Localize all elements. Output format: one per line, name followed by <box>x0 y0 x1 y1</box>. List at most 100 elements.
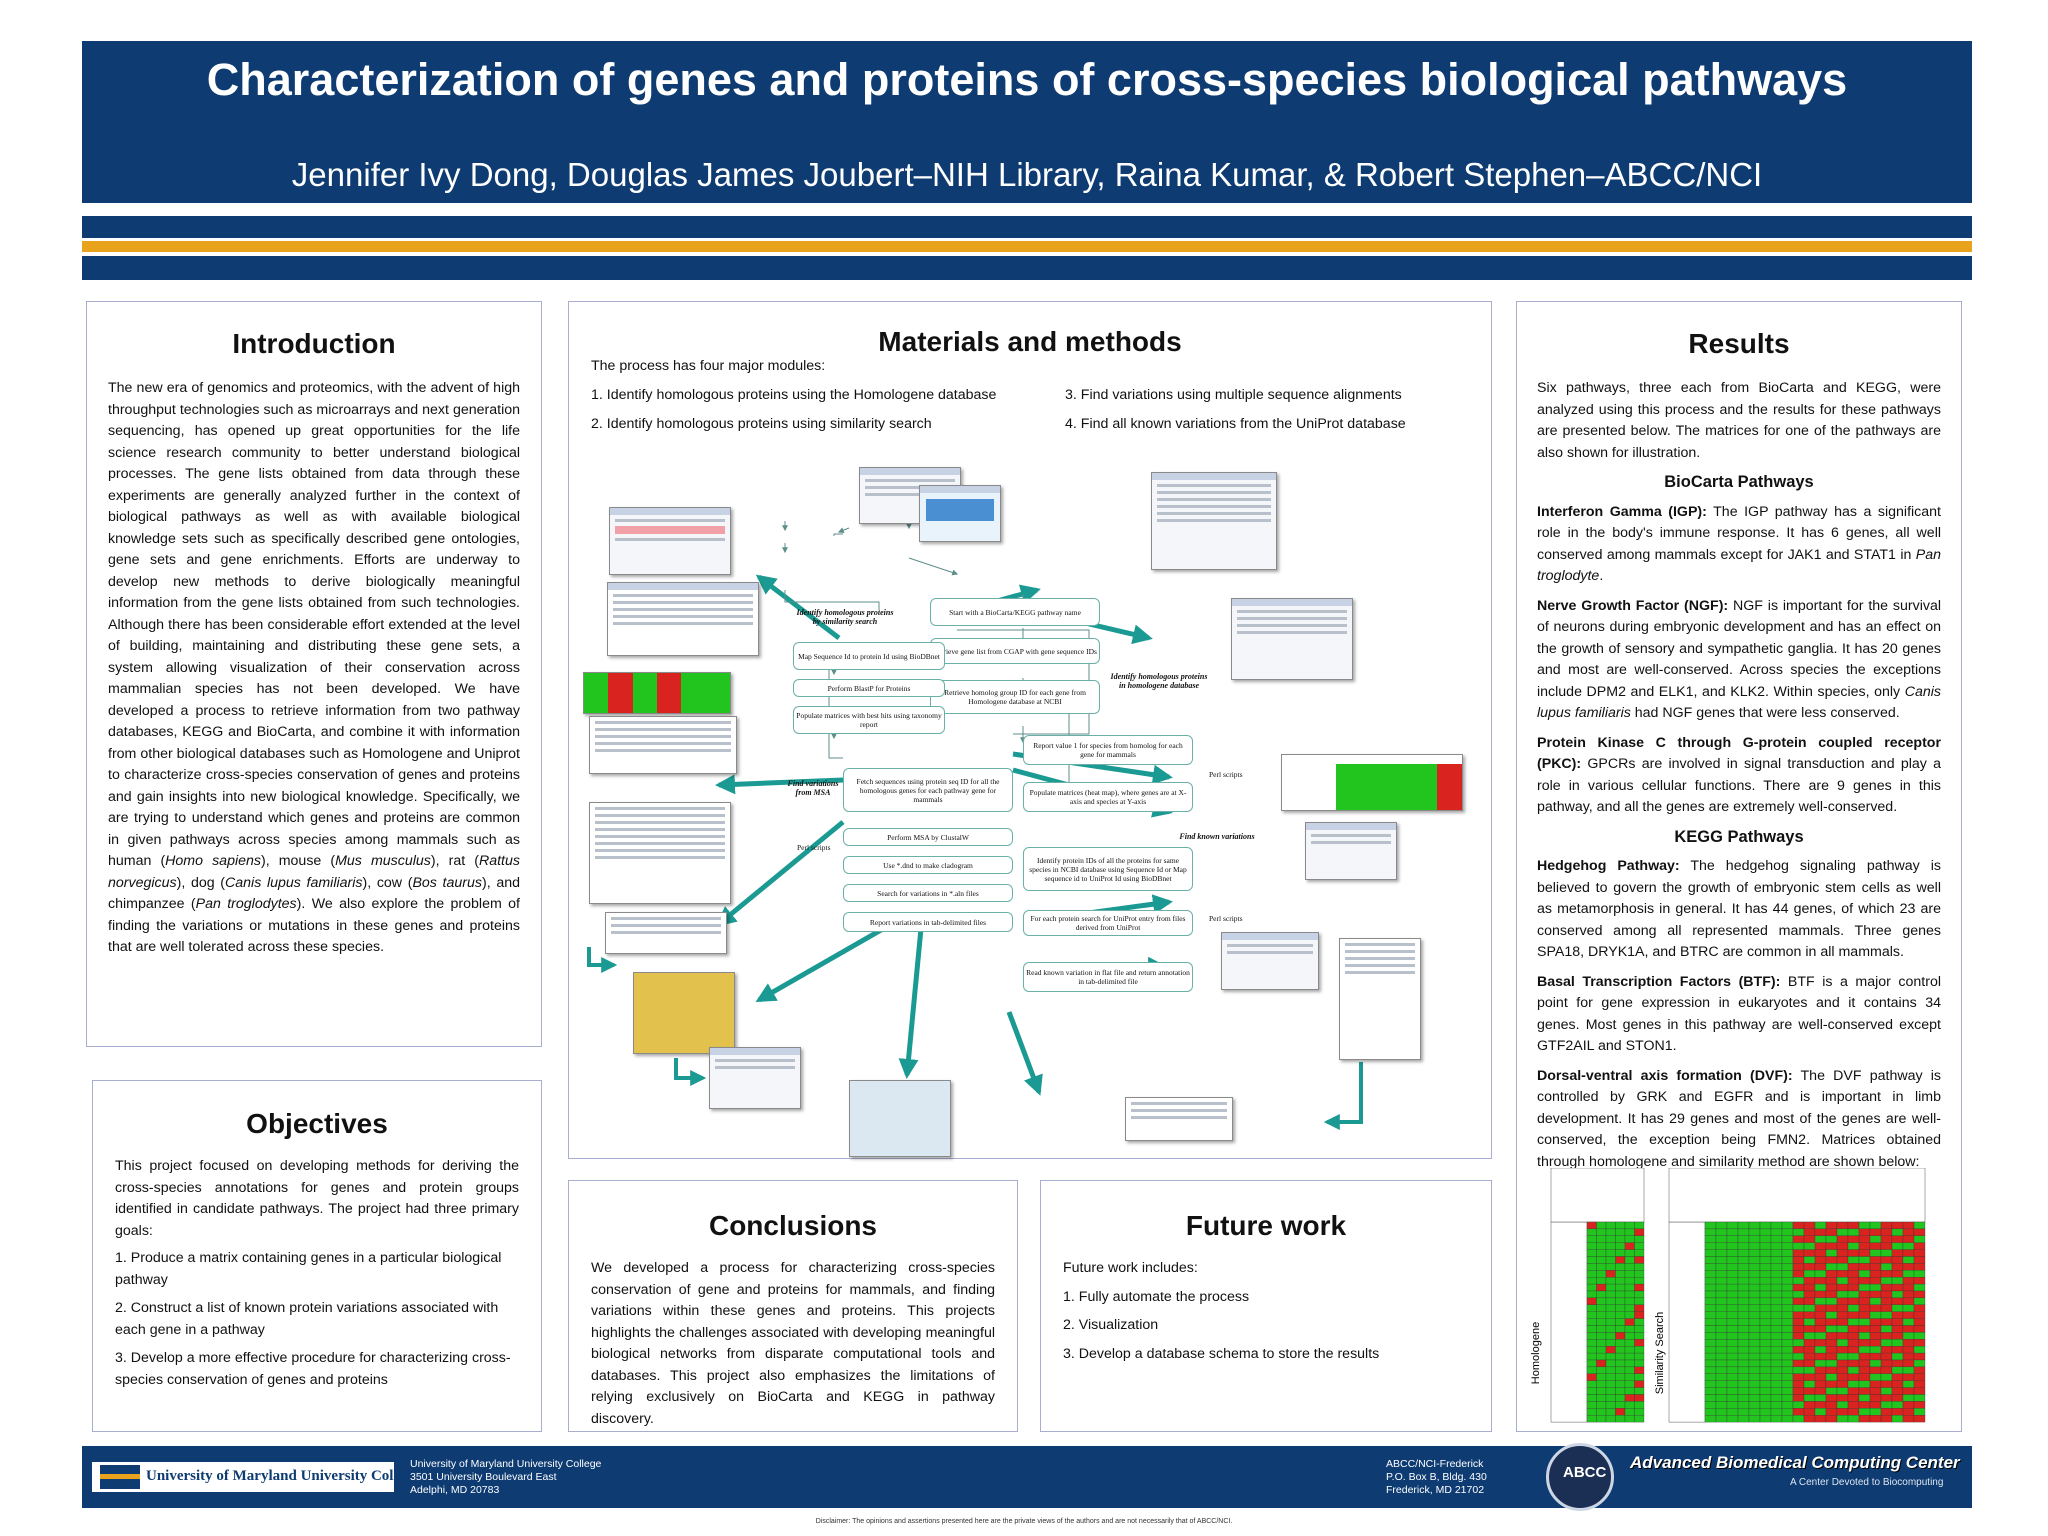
screenshot-thumbnail <box>633 972 735 1054</box>
matrix-cell <box>1726 1249 1739 1257</box>
matrix-cell <box>1634 1318 1645 1326</box>
matrix-cell <box>1891 1346 1904 1354</box>
matrix-cell <box>1770 1283 1783 1292</box>
matrix-cell <box>1847 1352 1860 1361</box>
matrix-cell <box>1869 1256 1882 1264</box>
module-item: 3. Find variations using multiple sequen… <box>1065 387 1402 403</box>
matrix-cell <box>1770 1387 1783 1395</box>
matrix-cell <box>1814 1346 1827 1354</box>
matrix-cell <box>1715 1415 1728 1423</box>
matrix-cell <box>1770 1346 1783 1354</box>
matrix-cell <box>1596 1235 1607 1243</box>
matrix-cell <box>1913 1408 1926 1416</box>
matrix-cell <box>1634 1339 1645 1347</box>
matrix-cell <box>1891 1228 1904 1236</box>
matrix-cell <box>1880 1401 1893 1409</box>
matrix-cell <box>1715 1408 1728 1416</box>
matrix-cell <box>1902 1401 1915 1409</box>
matrix-cell <box>1902 1311 1915 1319</box>
matrix-cell <box>1792 1242 1805 1250</box>
matrix-cell <box>1913 1325 1926 1333</box>
matrix-cell <box>1913 1297 1926 1305</box>
matrix-cell <box>1634 1311 1645 1319</box>
abcc-tagline: A Center Devoted to Biocomputing <box>1790 1477 1944 1488</box>
matrix-cell <box>1814 1242 1827 1250</box>
matrix-cell <box>1858 1228 1871 1236</box>
matrix-cell <box>1825 1352 1838 1361</box>
matrix-cell <box>1847 1235 1860 1243</box>
matrix-cell <box>1715 1359 1728 1368</box>
matrix-cell <box>1748 1366 1761 1374</box>
flow-retrieve-homolog: Retrieve homolog group ID for each gene … <box>930 680 1100 714</box>
matrix-cell <box>1634 1380 1645 1388</box>
matrix-cell <box>1847 1283 1860 1292</box>
matrix-cell <box>1715 1290 1728 1299</box>
matrix-cell <box>1792 1394 1805 1402</box>
matrix-cell <box>1913 1415 1926 1423</box>
results-panel: Results Six pathways, three each from Bi… <box>1516 301 1962 1432</box>
matrix-cell <box>1615 1401 1626 1409</box>
matrix-cell <box>1624 1235 1635 1243</box>
matrix-cell <box>1913 1249 1926 1257</box>
matrix-cell <box>1836 1311 1849 1319</box>
matrix-cell <box>1891 1380 1904 1388</box>
flow-populate-best-hits: Populate matrices with best hits using t… <box>793 706 945 734</box>
matrix-cell <box>1913 1283 1926 1292</box>
matrix-cell <box>1792 1304 1805 1312</box>
matrix-cell <box>1748 1339 1761 1347</box>
flow-label-homologene: Identify homologous proteins in homologe… <box>1110 672 1208 690</box>
matrix-cell <box>1836 1263 1849 1271</box>
matrix-cell <box>1825 1256 1838 1264</box>
matrix-cell <box>1781 1346 1794 1354</box>
screenshot-thumbnail <box>849 1080 951 1157</box>
matrix-cell <box>1814 1415 1827 1423</box>
matrix-cell <box>1825 1394 1838 1402</box>
future-work-heading: Future work <box>1185 1210 1347 1241</box>
matrix-cell <box>1759 1311 1772 1319</box>
poster-authors: Jennifer Ivy Dong, Douglas James Joubert… <box>291 156 1763 193</box>
matrix-cell <box>1726 1346 1739 1354</box>
matrix-cell <box>1891 1235 1904 1243</box>
matrix-cell <box>1596 1221 1607 1230</box>
matrix-cell <box>1781 1318 1794 1326</box>
matrix-cell <box>1847 1401 1860 1409</box>
matrix-cell <box>1759 1387 1772 1395</box>
matrix-cell <box>1858 1352 1871 1361</box>
matrix-cell <box>1836 1352 1849 1361</box>
matrix-cell <box>1891 1242 1904 1250</box>
matrix-cell <box>1726 1359 1739 1368</box>
matrix-cell <box>1814 1373 1827 1381</box>
matrix-cell <box>1759 1304 1772 1312</box>
matrix-cell <box>1737 1408 1750 1416</box>
matrix-cell <box>1715 1270 1728 1278</box>
screenshot-thumbnail <box>589 716 737 774</box>
result-igp: Interferon Gamma (IGP): The IGP pathway … <box>1537 503 1941 585</box>
matrix-cell <box>1858 1325 1871 1333</box>
matrix-cell <box>1704 1270 1717 1278</box>
matrix-cell <box>1737 1380 1750 1388</box>
matrix-cell <box>1913 1270 1926 1278</box>
matrix-cell <box>1858 1221 1871 1230</box>
matrix-cell <box>1891 1401 1904 1409</box>
matrix-cell <box>1836 1290 1849 1299</box>
matrix-cell <box>1726 1297 1739 1305</box>
matrix-cell <box>1781 1304 1794 1312</box>
matrix-cell <box>1891 1318 1904 1326</box>
matrix-cell <box>1605 1242 1616 1250</box>
matrix-cell <box>1869 1380 1882 1388</box>
matrix-cell <box>1586 1373 1597 1381</box>
matrix-cell <box>1748 1221 1761 1230</box>
matrix-cell <box>1605 1311 1616 1319</box>
matrix-cell <box>1781 1242 1794 1250</box>
matrix-cell <box>1634 1277 1645 1285</box>
matrix-cell <box>1847 1249 1860 1257</box>
matrix-cell <box>1880 1325 1893 1333</box>
matrix-cell <box>1858 1256 1871 1264</box>
footer-bar <box>82 1446 1972 1508</box>
matrix-cell <box>1634 1235 1645 1243</box>
matrix-cell <box>1847 1270 1860 1278</box>
matrix-cell <box>1880 1352 1893 1361</box>
matrix-cell <box>1880 1394 1893 1402</box>
flow-uniprot-search: For each protein search for UniProt entr… <box>1023 910 1193 936</box>
matrix-cell <box>1715 1249 1728 1257</box>
